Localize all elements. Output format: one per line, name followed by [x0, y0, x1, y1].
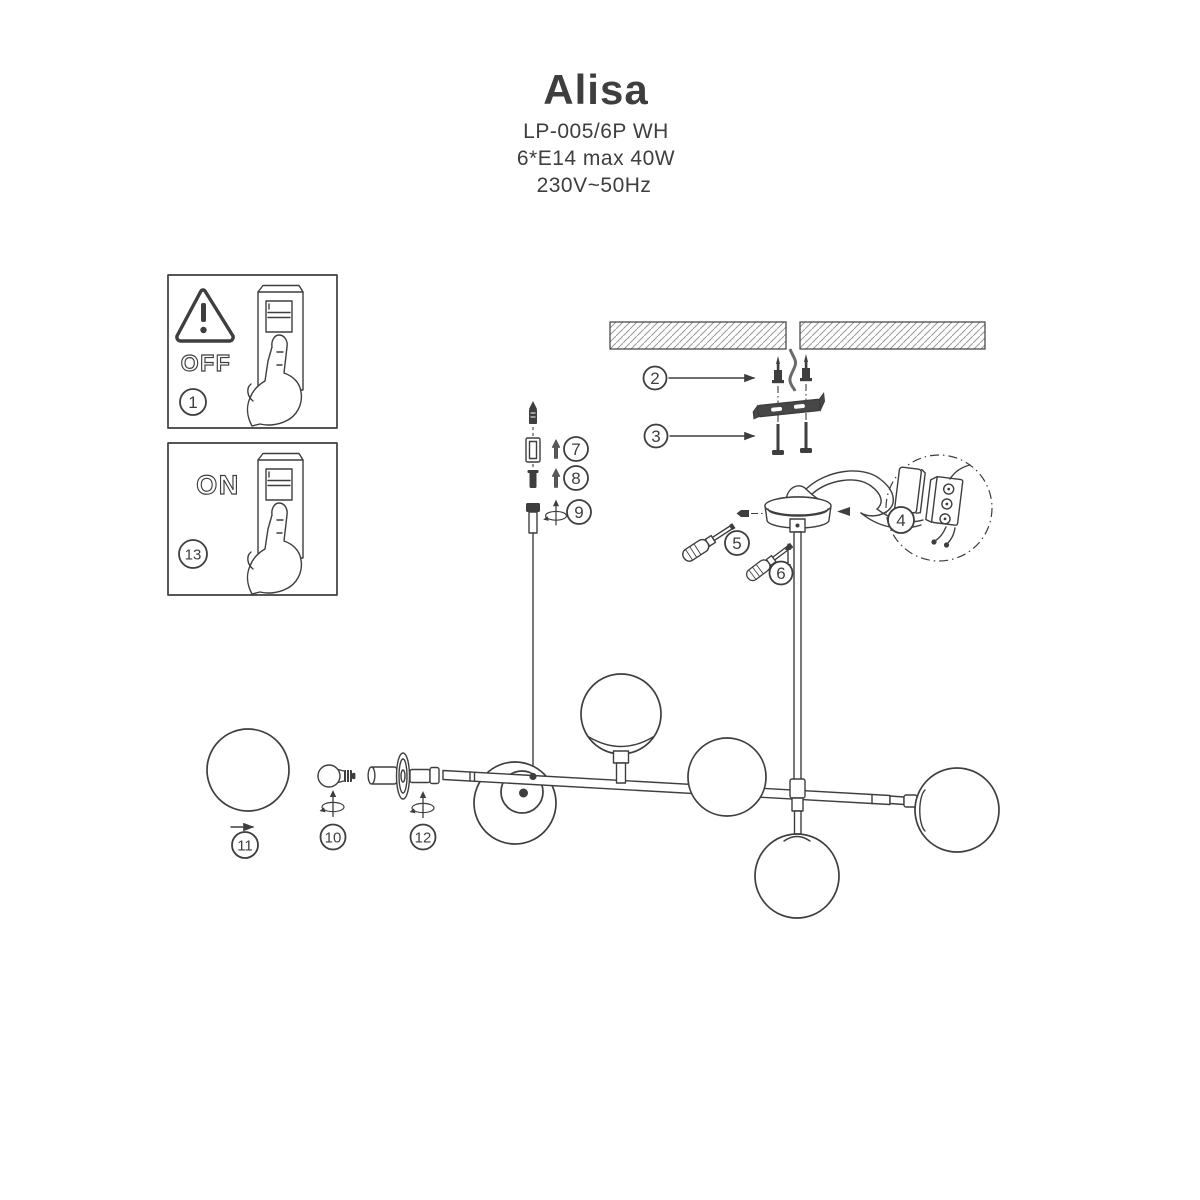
- fixture-globe-middle: [687, 737, 767, 817]
- bulb-group: 10: [317, 764, 356, 851]
- svg-text:5: 5: [732, 534, 741, 553]
- callout-step-13: 13: [178, 539, 208, 569]
- shade-holder-assembly: [367, 752, 440, 800]
- mains-cable: [788, 348, 797, 392]
- fixture-globe-up: [580, 673, 662, 784]
- callout-8: 8: [563, 465, 589, 491]
- svg-text:7: 7: [571, 440, 580, 459]
- bulb: [317, 764, 356, 788]
- ceiling: [609, 321, 986, 392]
- glass-shade-group: 11: [206, 728, 290, 859]
- up-arrow-icon: [551, 468, 561, 488]
- callout-11: 11: [231, 831, 259, 859]
- screwdriver-6-group: 6: [743, 539, 796, 586]
- mounting-bracket: [752, 391, 826, 420]
- wall-plug: [800, 354, 812, 382]
- rotate-icon: [318, 789, 345, 818]
- step-box-power-on: ON 13: [167, 442, 338, 596]
- bracket-screw: [800, 422, 812, 453]
- glass-shade: [206, 728, 290, 812]
- fixture-globe-down: [754, 797, 840, 919]
- step-box-power-off: OFF 1: [167, 274, 338, 429]
- callout-5: 5: [724, 530, 750, 556]
- rotate-icon: [542, 499, 568, 526]
- product-name: Alisa: [543, 66, 648, 113]
- svg-text:6: 6: [776, 564, 785, 583]
- warning-triangle-icon: [175, 288, 235, 343]
- rod-joint: [789, 778, 806, 799]
- callout-9: 9: [566, 499, 592, 525]
- callout-7: 7: [563, 436, 589, 462]
- lamp-fixture: [367, 673, 1000, 919]
- cord-lock-nut: [526, 503, 540, 534]
- off-label: OFF: [181, 350, 232, 376]
- canopy-side-screw: [736, 510, 763, 517]
- svg-text:2: 2: [650, 369, 659, 388]
- svg-text:3: 3: [651, 427, 660, 446]
- rotate-icon: [408, 790, 435, 819]
- callout-3: 3: [643, 423, 669, 449]
- fixture-globe-right: [889, 767, 1000, 853]
- svg-text:12: 12: [415, 830, 432, 847]
- wiring-detail-circle: 4: [885, 454, 993, 562]
- mounting-bracket-group: 3: [643, 391, 826, 455]
- suspension-rod: [793, 531, 802, 782]
- callout-2: 2: [642, 365, 668, 391]
- up-arrow-icon: [551, 439, 561, 459]
- cord-attachment: [529, 772, 537, 781]
- ceiling-canopy: [736, 496, 850, 533]
- title-block: Alisa LP-005/6P WH 6*E14 max 40W 230V~50…: [517, 66, 675, 197]
- callout-6: 6: [768, 560, 794, 586]
- on-label: ON: [196, 470, 240, 500]
- cord-grip-pin: [527, 470, 539, 488]
- wire-direction-arrow: [837, 507, 850, 516]
- callout-12: 12: [409, 823, 437, 851]
- svg-text:1: 1: [188, 393, 197, 412]
- cord-grip-parts: 7 8 9: [525, 401, 592, 534]
- svg-text:8: 8: [571, 469, 580, 488]
- svg-text:13: 13: [185, 547, 202, 564]
- wall-plugs-group: 2: [642, 354, 812, 448]
- bracket-screw: [772, 424, 784, 455]
- callout-4: 4: [887, 506, 915, 534]
- power-spec: 230V~50Hz: [537, 174, 652, 197]
- svg-text:9: 9: [574, 503, 583, 522]
- screwdriver-5-group: 5: [679, 519, 750, 565]
- svg-text:4: 4: [896, 511, 905, 530]
- incoming-wire: [949, 464, 971, 480]
- callout-step-1: 1: [179, 388, 207, 416]
- callout-10: 10: [319, 823, 347, 851]
- product-model: LP-005/6P WH: [523, 120, 669, 143]
- bulb-spec: 6*E14 max 40W: [517, 147, 675, 170]
- svg-text:11: 11: [237, 838, 253, 855]
- wall-plug: [772, 356, 784, 384]
- shade-ring-group: 12: [408, 790, 437, 851]
- svg-text:10: 10: [325, 830, 342, 847]
